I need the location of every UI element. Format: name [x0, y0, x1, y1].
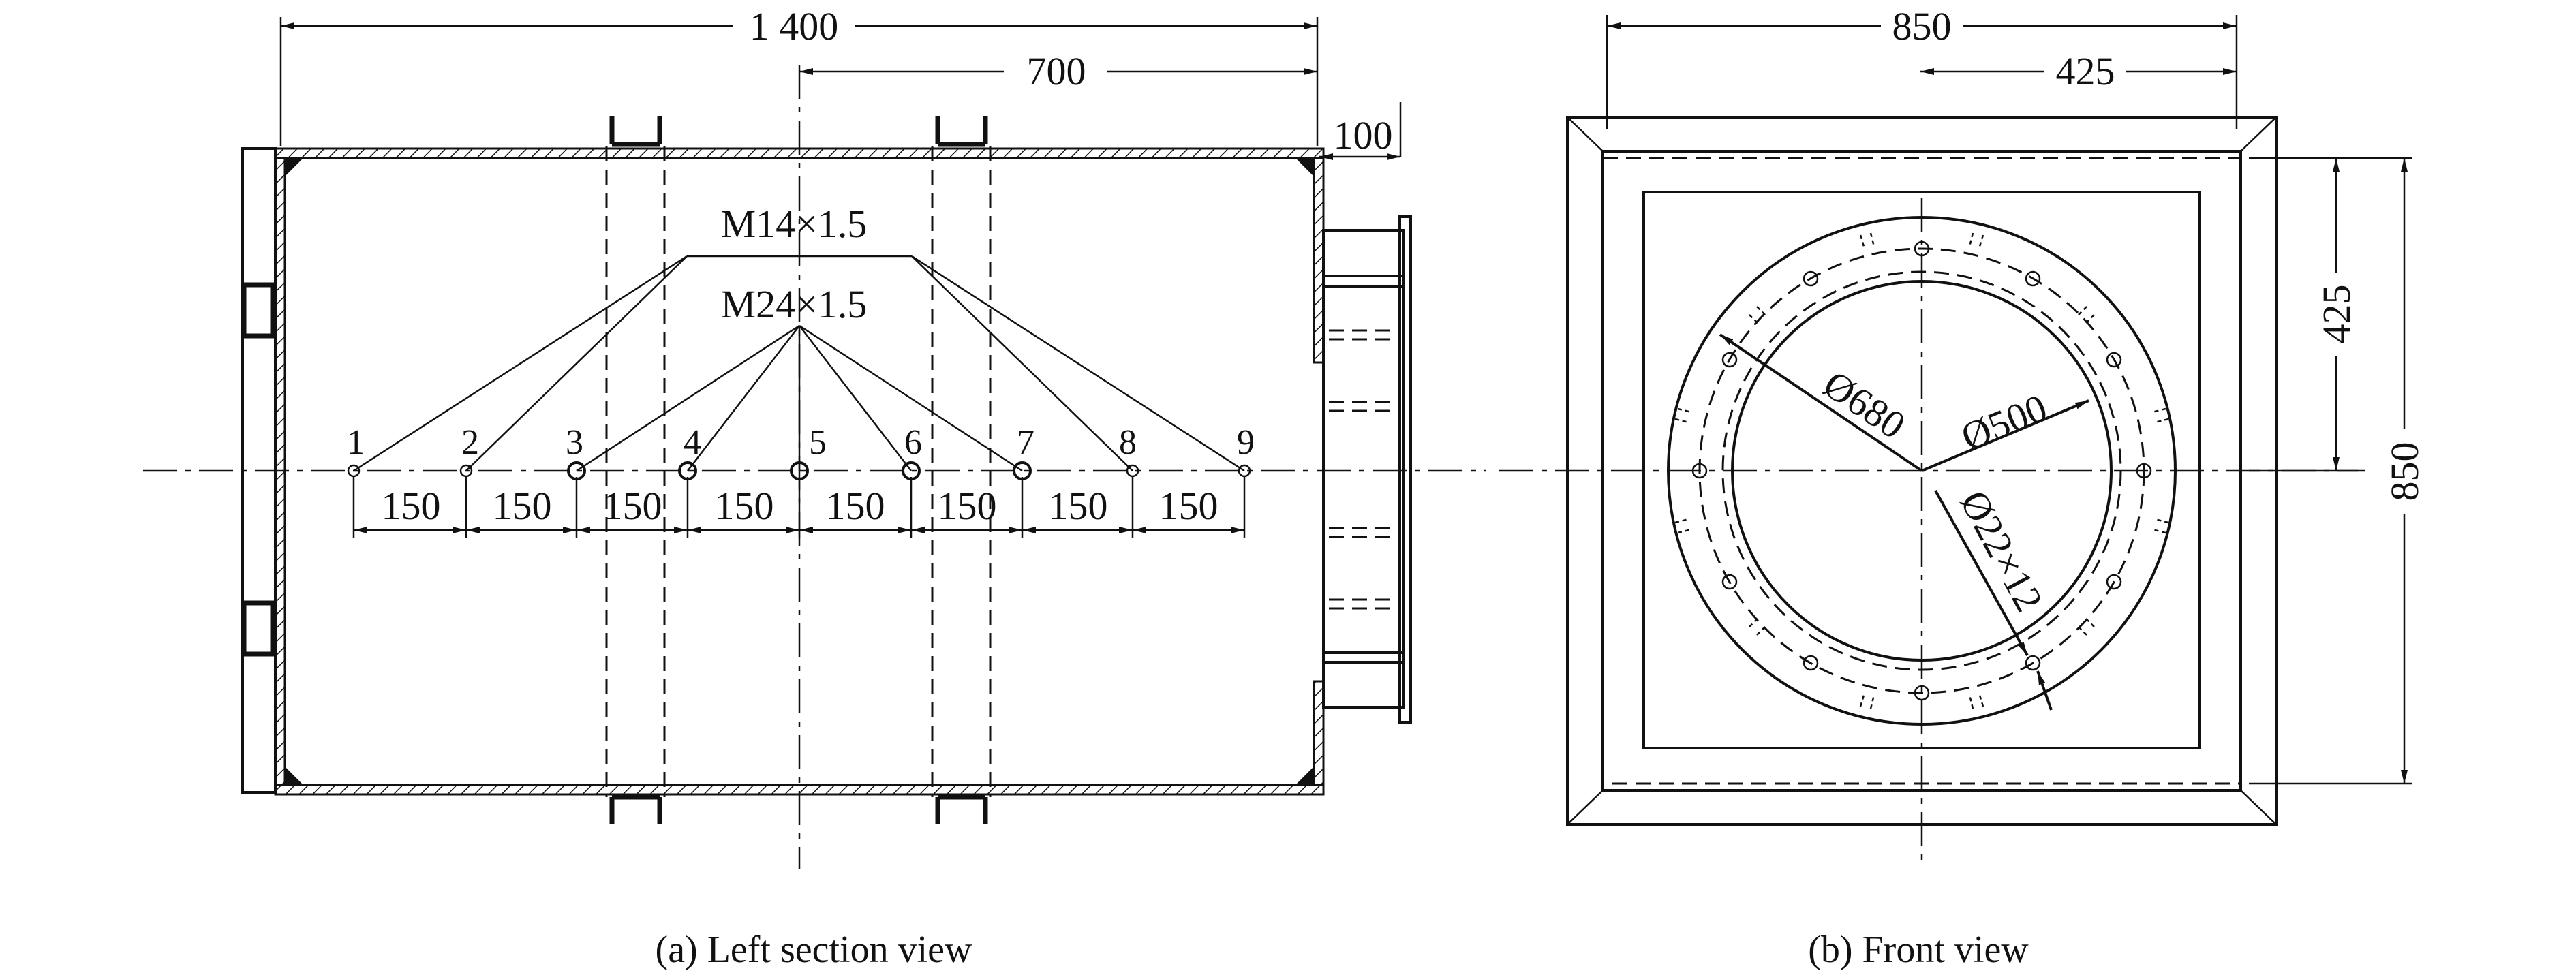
point-label: 8 [1119, 423, 1137, 462]
front-view-caption: (b) Front view [1808, 929, 2029, 971]
dimension-700: 700 [799, 49, 1317, 93]
left-section-view: 1 400 700 100 [143, 4, 1486, 971]
holes-label: Ø22×12 [1952, 483, 2052, 619]
measurement-point [1126, 464, 1139, 478]
dimension-425-height: 425 [2249, 158, 2359, 472]
bolt-hole [1721, 352, 1738, 368]
bolt-hole [2025, 270, 2041, 287]
point-label: 4 [684, 423, 701, 462]
point-label: 3 [566, 423, 583, 462]
dim-half-text: 700 [1027, 49, 1086, 93]
dim-total-text: 1 400 [750, 4, 839, 48]
spacing-label: 150 [826, 484, 885, 528]
point-label: 5 [809, 423, 827, 462]
spacing-label: 150 [603, 484, 662, 528]
label-m24: M24×1.5 [721, 282, 868, 326]
left-view-caption: (a) Left section view [656, 929, 972, 971]
spacing-label: 150 [382, 484, 441, 528]
measurement-point [459, 464, 473, 478]
dim-half-height-text: 425 [2314, 285, 2359, 344]
d500-leader [1921, 399, 2089, 472]
bolt-hole [2106, 352, 2122, 368]
dimension-1400: 1 400 [279, 4, 1319, 146]
outlet-flange [1322, 215, 1412, 724]
point-label: 7 [1017, 423, 1034, 462]
dim-height-text: 850 [2382, 442, 2427, 501]
dimension-850-height: 850 [2249, 157, 2427, 785]
dimension-425-width: 425 [1920, 49, 2237, 93]
leader-m14 [353, 255, 1245, 472]
dim-width-text: 850 [1892, 4, 1952, 48]
dimension-850-width: 850 [1606, 4, 2238, 129]
bolt-hole [1721, 574, 1738, 590]
spacing-dimensions: 150 150 150 150 150 150 150 150 [352, 477, 1246, 538]
spacing-label: 150 [715, 484, 774, 528]
spacing-label: 150 [1159, 484, 1218, 528]
dim-flange-text: 100 [1334, 113, 1393, 157]
holes-leader [1934, 490, 2029, 656]
point-label: 9 [1237, 423, 1255, 462]
point-label: 1 [347, 423, 365, 462]
spacing-label: 150 [493, 484, 552, 528]
d680-label: Ø680 [1815, 362, 1913, 448]
dimension-100: 100 [1319, 102, 1402, 160]
front-view: 850 425 850 425 [1499, 4, 2427, 971]
label-m14: M14×1.5 [721, 202, 868, 246]
bolt-hole [2106, 574, 2122, 590]
holes-leader-tail [2036, 670, 2053, 711]
stiffener-left [605, 116, 666, 824]
dim-half-width-text: 425 [2056, 49, 2115, 93]
stiffener-right [931, 116, 992, 824]
measurement-point [1238, 464, 1251, 478]
left-bracket-bottom [241, 600, 275, 657]
point-label: 6 [904, 423, 922, 462]
bolt-hole [1803, 270, 1819, 287]
point-numbers: 1 2 3 4 5 6 7 8 9 [347, 423, 1255, 462]
d500-label: Ø500 [1955, 386, 2053, 460]
d680-leader [1719, 333, 1923, 472]
measurement-point [347, 464, 361, 478]
bolt-hole [2025, 655, 2041, 671]
spacing-label: 150 [938, 484, 997, 528]
left-bracket-top [241, 282, 275, 339]
bolt-hole [1914, 685, 1930, 701]
leader-m24 [576, 324, 1023, 472]
bolt-hole [1803, 655, 1819, 671]
spacing-label: 150 [1049, 484, 1108, 528]
point-label: 2 [461, 423, 479, 462]
